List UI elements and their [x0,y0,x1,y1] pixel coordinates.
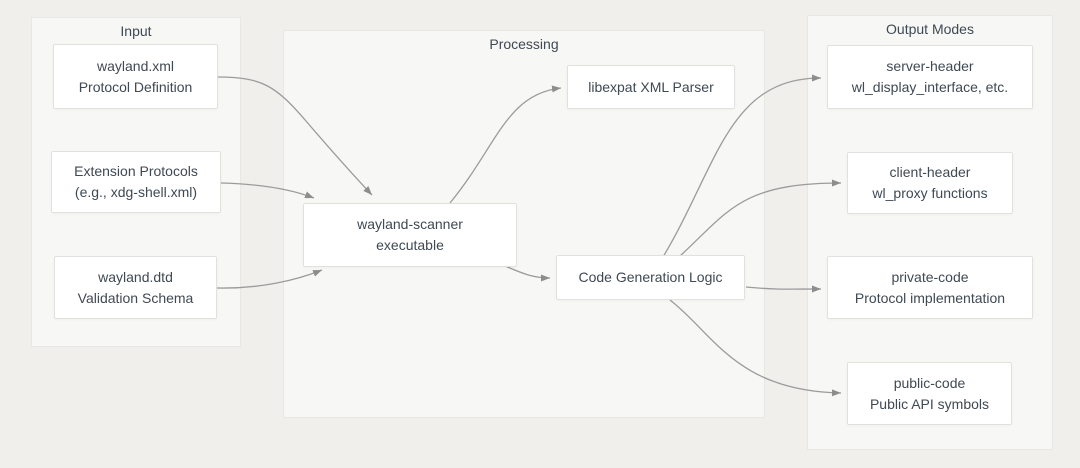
node-code-generation-line1: Code Generation Logic [578,269,723,285]
node-private-code: private-code Protocol implementation [827,256,1033,319]
node-libexpat-parser: libexpat XML Parser [567,65,735,109]
node-wayland-xml-line1: wayland.xml [96,57,175,74]
node-client-header: client-header wl_proxy functions [847,152,1013,214]
node-wayland-scanner: wayland-scanner executable [303,203,517,267]
node-wayland-dtd: wayland.dtd Validation Schema [54,256,217,319]
node-wayland-xml: wayland.xml Protocol Definition [53,44,218,109]
group-output-modes-title: Output Modes [886,21,974,37]
node-libexpat-parser-line1: libexpat XML Parser [588,78,714,95]
node-extension-protocols: Extension Protocols (e.g., xdg-shell.xml… [51,151,221,213]
node-extension-protocols-line2: (e.g., xdg-shell.xml) [74,184,198,200]
node-server-header: server-header wl_display_interface, etc. [827,45,1033,109]
node-wayland-scanner-line1: wayland-scanner [357,216,463,232]
node-client-header-line1: client-header [889,164,971,180]
node-public-code-line1: public-code [893,374,966,391]
node-private-code-line2: Protocol implementation [854,289,1006,306]
node-wayland-dtd-line2: Validation Schema [77,289,194,306]
node-server-header-line2: wl_display_interface, etc. [851,79,1009,95]
node-wayland-scanner-line2: executable [376,237,444,253]
node-public-code: public-code Public API symbols [847,362,1012,425]
group-processing-title: Processing [489,36,559,52]
node-public-code-line2: Public API symbols [869,395,990,412]
node-wayland-xml-line2: Protocol Definition [78,78,193,95]
group-input-title: Input [120,23,152,39]
node-server-header-line1: server-header [886,58,974,74]
node-wayland-dtd-line1: wayland.dtd [98,268,173,285]
node-code-generation: Code Generation Logic [556,255,745,300]
node-extension-protocols-line1: Extension Protocols [74,163,198,179]
node-client-header-line2: wl_proxy functions [872,185,988,201]
node-private-code-line1: private-code [891,268,969,285]
